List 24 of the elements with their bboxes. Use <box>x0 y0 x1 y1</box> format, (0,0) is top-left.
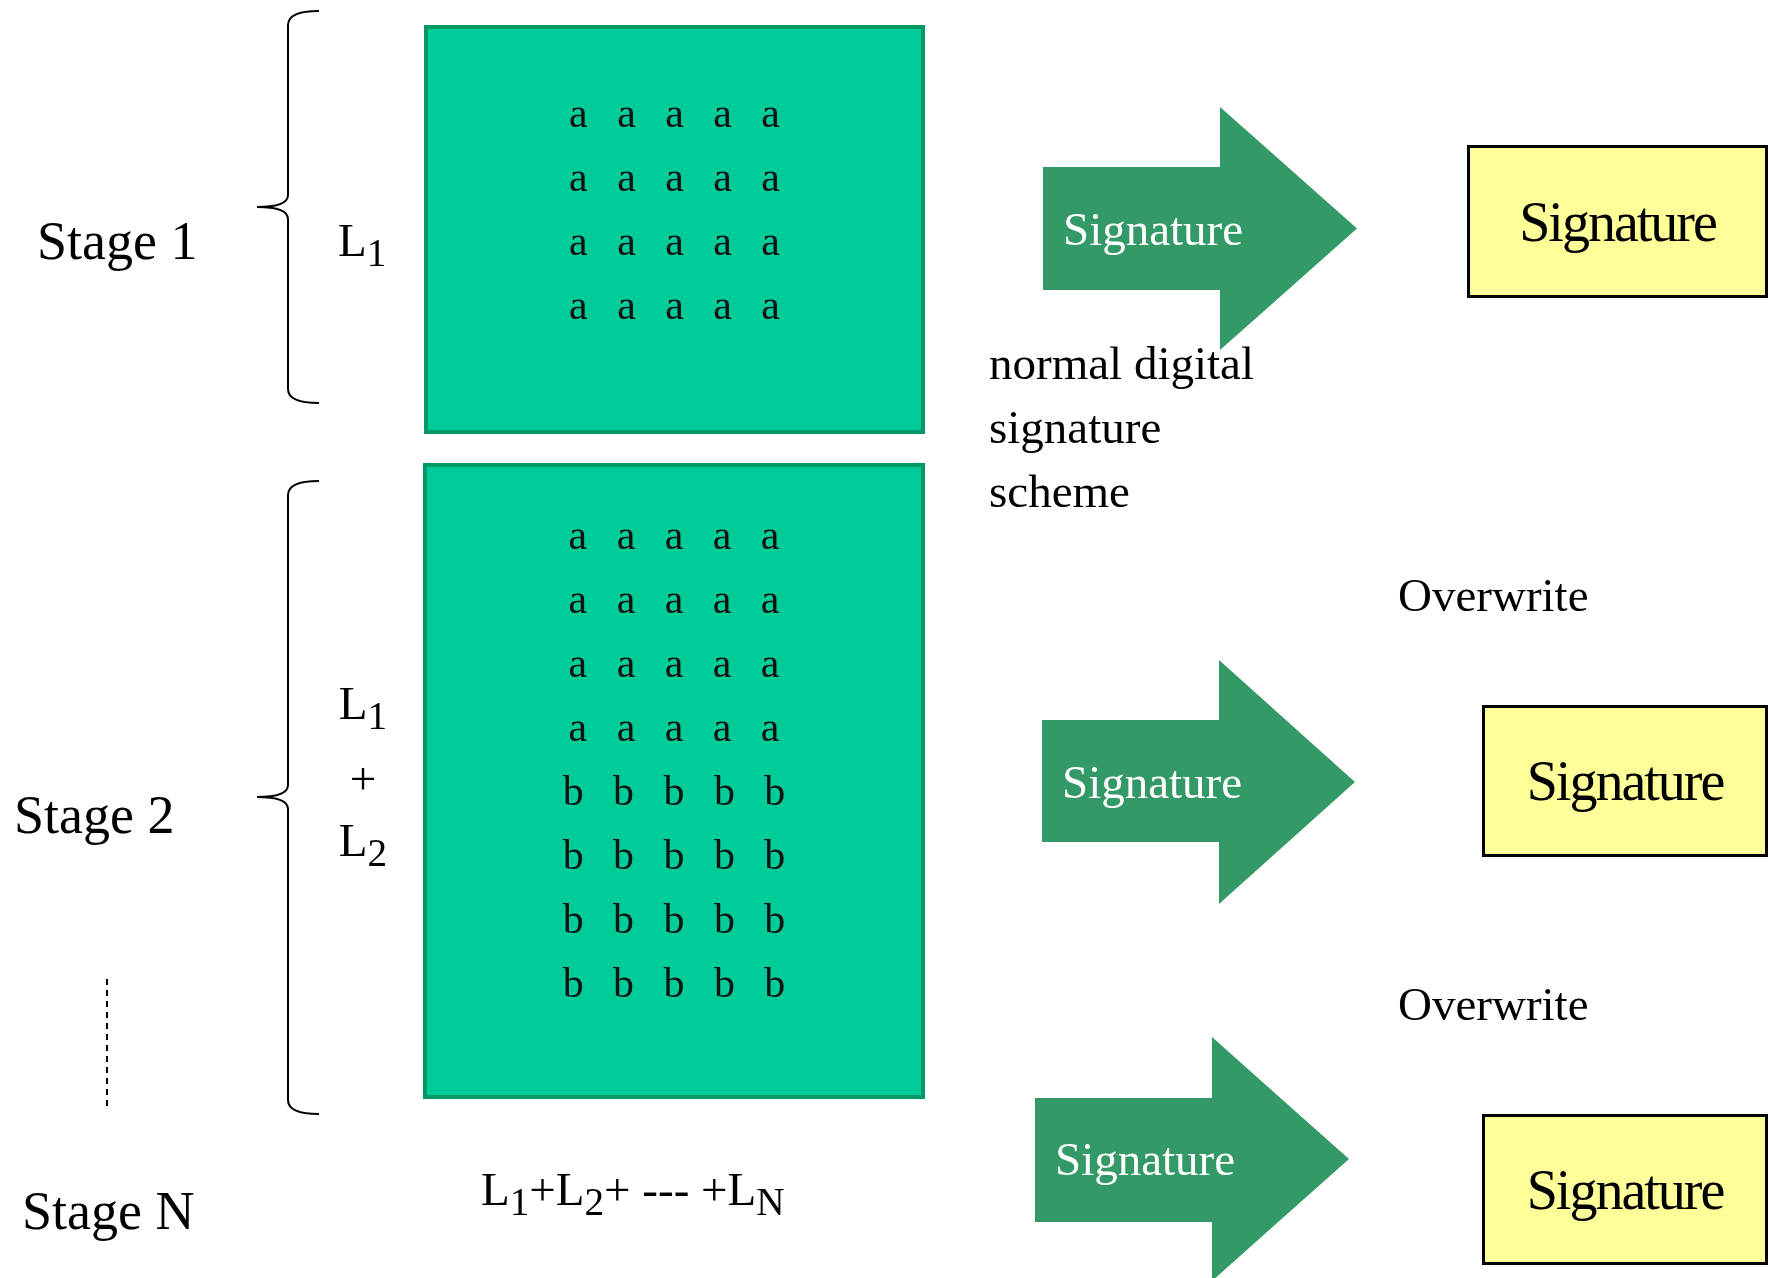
signature-box <box>1467 145 1768 298</box>
node-text: Signature <box>1063 201 1244 256</box>
signature-box <box>1482 1114 1768 1265</box>
layer-sum-label: L$_{1}$+L$_{2}$+ --- +L$_{N}$ <box>481 1162 785 1225</box>
stage-label: Stage 1 <box>37 210 198 272</box>
layer-label: L$_{1}$ + L$_{2}$ <box>338 676 388 877</box>
node-text: a a a a a a a a a a a a a a a a a a a a <box>568 89 781 330</box>
node-text: a a a a a a a a a a a a a a a a a a a a b b b b b b b b b b b b b b b b b b b b <box>561 511 787 1008</box>
data-block <box>423 463 925 1099</box>
signature-arrow <box>1035 1037 1349 1278</box>
node-text: Signature <box>1519 189 1716 254</box>
stage-label: Stage N <box>22 1180 195 1242</box>
overwrite-label: Overwrite <box>1398 568 1589 622</box>
signature-box <box>1482 705 1768 857</box>
node-text: Signature <box>1526 1157 1724 1222</box>
layer-label: L$_{1}$ <box>338 213 387 276</box>
stage-label: Stage 2 <box>14 784 175 846</box>
overwrite-label: Overwrite <box>1398 977 1589 1031</box>
node-text: Signature <box>1062 755 1243 809</box>
caption-text: normal digital signature scheme <box>989 336 1255 519</box>
node-text: Signature <box>1526 749 1724 813</box>
signature-arrow <box>1042 660 1355 904</box>
node-text: Signature <box>1055 1132 1236 1186</box>
data-block <box>424 25 925 434</box>
